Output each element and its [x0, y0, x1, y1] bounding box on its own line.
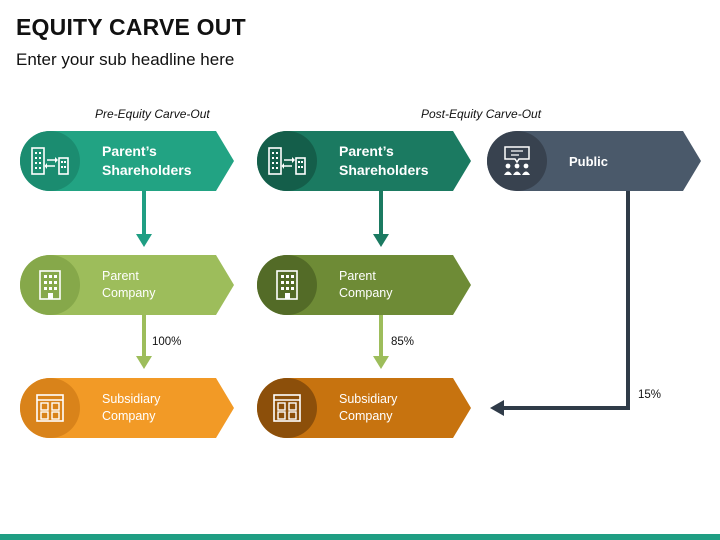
storefront-icon: [20, 378, 80, 438]
pre-subsidiary-company-node: Subsidiary Company: [20, 378, 234, 438]
public-node: Public: [487, 131, 701, 191]
arrow-post-shareholders-to-parent: [373, 190, 389, 247]
footer-bar: [0, 534, 720, 540]
page-title: EQUITY CARVE OUT: [16, 14, 246, 40]
node-label: Subsidiary Company: [102, 392, 161, 423]
page-subtitle: Enter your sub headline here: [16, 50, 235, 69]
percentage-label: 85%: [391, 336, 415, 348]
post-carve-out-label: Post-Equity Carve-Out: [421, 107, 542, 121]
storefront-icon: [257, 378, 317, 438]
buildings-transfer-icon: [20, 131, 80, 191]
node-label: Parent’s Shareholders: [339, 143, 429, 178]
public-audience-icon: [487, 131, 547, 191]
post-parent-company-node: Parent Company: [257, 255, 471, 315]
pre-shareholders-node: Parent’s Shareholders: [20, 131, 234, 191]
node-label: Parent’s Shareholders: [102, 143, 192, 178]
buildings-transfer-icon: [257, 131, 317, 191]
pre-parent-company-node: Parent Company: [20, 255, 234, 315]
percentage-label: 100%: [152, 336, 182, 348]
building-icon: [257, 255, 317, 315]
post-shareholders-node: Parent’s Shareholders: [257, 131, 471, 191]
node-label: Subsidiary Company: [339, 392, 398, 423]
post-subsidiary-company-node: Subsidiary Company: [257, 378, 471, 438]
pre-carve-out-label: Pre-Equity Carve-Out: [95, 107, 210, 121]
node-label: Parent Company: [339, 269, 393, 300]
arrow-pre-shareholders-to-parent: [136, 190, 152, 247]
arrow-pre-parent-to-subsidiary: [136, 315, 152, 369]
percentage-label: 15%: [638, 389, 662, 401]
node-label: Parent Company: [102, 269, 156, 300]
node-label: Public: [569, 153, 609, 169]
arrow-public-to-subsidiary: [490, 190, 630, 416]
building-icon: [20, 255, 80, 315]
arrow-post-parent-to-subsidiary: [373, 315, 389, 369]
